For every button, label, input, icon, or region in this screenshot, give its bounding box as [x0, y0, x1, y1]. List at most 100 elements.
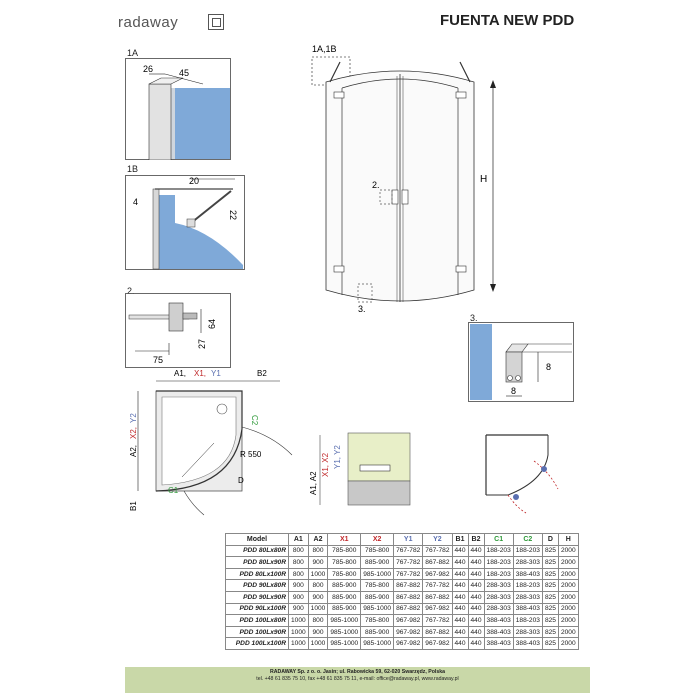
table-cell: 825	[541, 544, 559, 558]
callout-2: 2.	[372, 180, 380, 190]
detail-1b-drawing: 20 4 22	[125, 175, 245, 270]
table-cell: 188-203	[483, 567, 514, 581]
table-cell: 1000	[288, 637, 309, 650]
callout-1a-1b: 1A,1B	[312, 44, 337, 54]
table-cell: 440	[451, 544, 469, 558]
dim-64: 64	[207, 319, 217, 329]
table-cell: 785-800	[360, 579, 395, 592]
col-b2: B2	[467, 533, 485, 546]
detail-2-label: 2.	[127, 286, 135, 296]
table-cell: 985-1000	[360, 602, 395, 616]
table-cell: 785-800	[327, 544, 362, 558]
plan-c2: C2	[250, 415, 259, 426]
table-cell: 767-782	[393, 567, 424, 581]
plan-top-b: B2	[257, 369, 267, 378]
col-x1: X1	[327, 533, 362, 546]
table-cell: 1000	[307, 637, 329, 650]
table-cell: 767-782	[393, 556, 424, 569]
col-h: H	[557, 533, 579, 546]
plan-side-b: B1	[129, 501, 138, 511]
table-cell: 825	[541, 567, 559, 581]
dim-8-vertical: 8	[546, 362, 551, 372]
plan-top-x: X1,	[194, 369, 206, 378]
table-cell: 388-403	[512, 637, 543, 650]
table-cell: PDD 100Lx80R	[225, 614, 289, 627]
table-cell: 767-782	[393, 544, 424, 558]
table-cell: 440	[467, 625, 485, 639]
table-cell: 440	[451, 556, 469, 569]
table-cell: 440	[451, 567, 469, 581]
table-cell: 288-303	[483, 602, 514, 616]
plan-radius: R 550	[240, 450, 262, 459]
table-cell: 967-982	[393, 625, 424, 639]
table-cell: 825	[541, 579, 559, 592]
table-cell: 785-800	[327, 567, 362, 581]
table-cell: 800	[307, 579, 329, 592]
table-cell: 440	[467, 567, 485, 581]
table-cell: 440	[467, 579, 485, 592]
table-cell: 288-303	[512, 590, 543, 604]
table-cell: 388-403	[483, 637, 514, 650]
table-cell: 825	[541, 556, 559, 569]
table-cell: 2000	[557, 602, 579, 616]
table-cell: 2000	[557, 637, 579, 650]
plan-d: D	[238, 476, 244, 485]
table-cell: 440	[451, 579, 469, 592]
table-cell: 440	[467, 544, 485, 558]
table-cell: 188-203	[512, 614, 543, 627]
footer-contact: tel. +48 61 835 75 10, fax +48 61 835 75…	[256, 676, 459, 682]
table-cell: 867-882	[393, 579, 424, 592]
table-cell: 440	[467, 637, 485, 650]
dim-26: 26	[143, 64, 153, 74]
dim-27: 27	[197, 339, 207, 349]
plan-side-y: Y2	[129, 413, 138, 423]
table-cell: 288-303	[512, 625, 543, 639]
footer-address: RADAWAY Sp. z o. o. Jasin; ul. Rabowicka…	[270, 669, 445, 675]
table-cell: 2000	[557, 544, 579, 558]
table-cell: 867-882	[393, 590, 424, 604]
table-cell: 767-782	[422, 579, 453, 592]
table-cell: 785-800	[327, 556, 362, 569]
front-elevation-drawing: 1A,1B 2. 3. H	[311, 44, 496, 314]
table-cell: 1000	[307, 602, 329, 616]
dim-8-horizontal: 8	[511, 386, 516, 396]
table-cell: 800	[288, 567, 309, 581]
table-cell: 440	[451, 614, 469, 627]
table-cell: 1000	[288, 614, 309, 627]
table-cell: 867-882	[422, 590, 453, 604]
table-cell: 2000	[557, 579, 579, 592]
table-cell: 825	[541, 625, 559, 639]
table-cell: 1000	[307, 567, 329, 581]
table-cell: 767-782	[422, 544, 453, 558]
section-x: X1, X2	[321, 452, 330, 477]
callout-3: 3.	[358, 304, 366, 314]
product-title: FUENTA NEW PDD	[440, 12, 575, 29]
dim-20: 20	[189, 176, 199, 186]
table-cell: 2000	[557, 567, 579, 581]
table-cell: 900	[307, 556, 329, 569]
table-cell: 967-982	[422, 567, 453, 581]
section-y: Y1, Y2	[333, 445, 342, 469]
table-cell: PDD 90Lx80R	[225, 579, 289, 592]
table-cell: 885-900	[327, 579, 362, 592]
brand-logo-text: radaway	[118, 14, 179, 31]
table-cell: PDD 90Lx100R	[225, 602, 289, 616]
table-cell: 900	[288, 590, 309, 604]
table-cell: PDD 90Lx90R	[225, 590, 289, 604]
table-cell: 440	[451, 625, 469, 639]
detail-3-drawing: 8 8	[468, 322, 574, 402]
detail-1b-label: 1B	[127, 164, 139, 174]
table-cell: 885-900	[360, 625, 395, 639]
table-cell: 440	[467, 556, 485, 569]
footer: RADAWAY Sp. z o. o. Jasin; ul. Rabowicka…	[125, 669, 590, 683]
height-label: H	[480, 174, 487, 185]
table-cell: 288-303	[512, 556, 543, 569]
table-cell: 800	[288, 556, 309, 569]
col-a1: A1	[288, 533, 309, 546]
table-cell: 440	[467, 602, 485, 616]
plan-top-a: A1,	[174, 369, 186, 378]
table-cell: 440	[451, 602, 469, 616]
table-cell: 967-982	[393, 637, 424, 650]
